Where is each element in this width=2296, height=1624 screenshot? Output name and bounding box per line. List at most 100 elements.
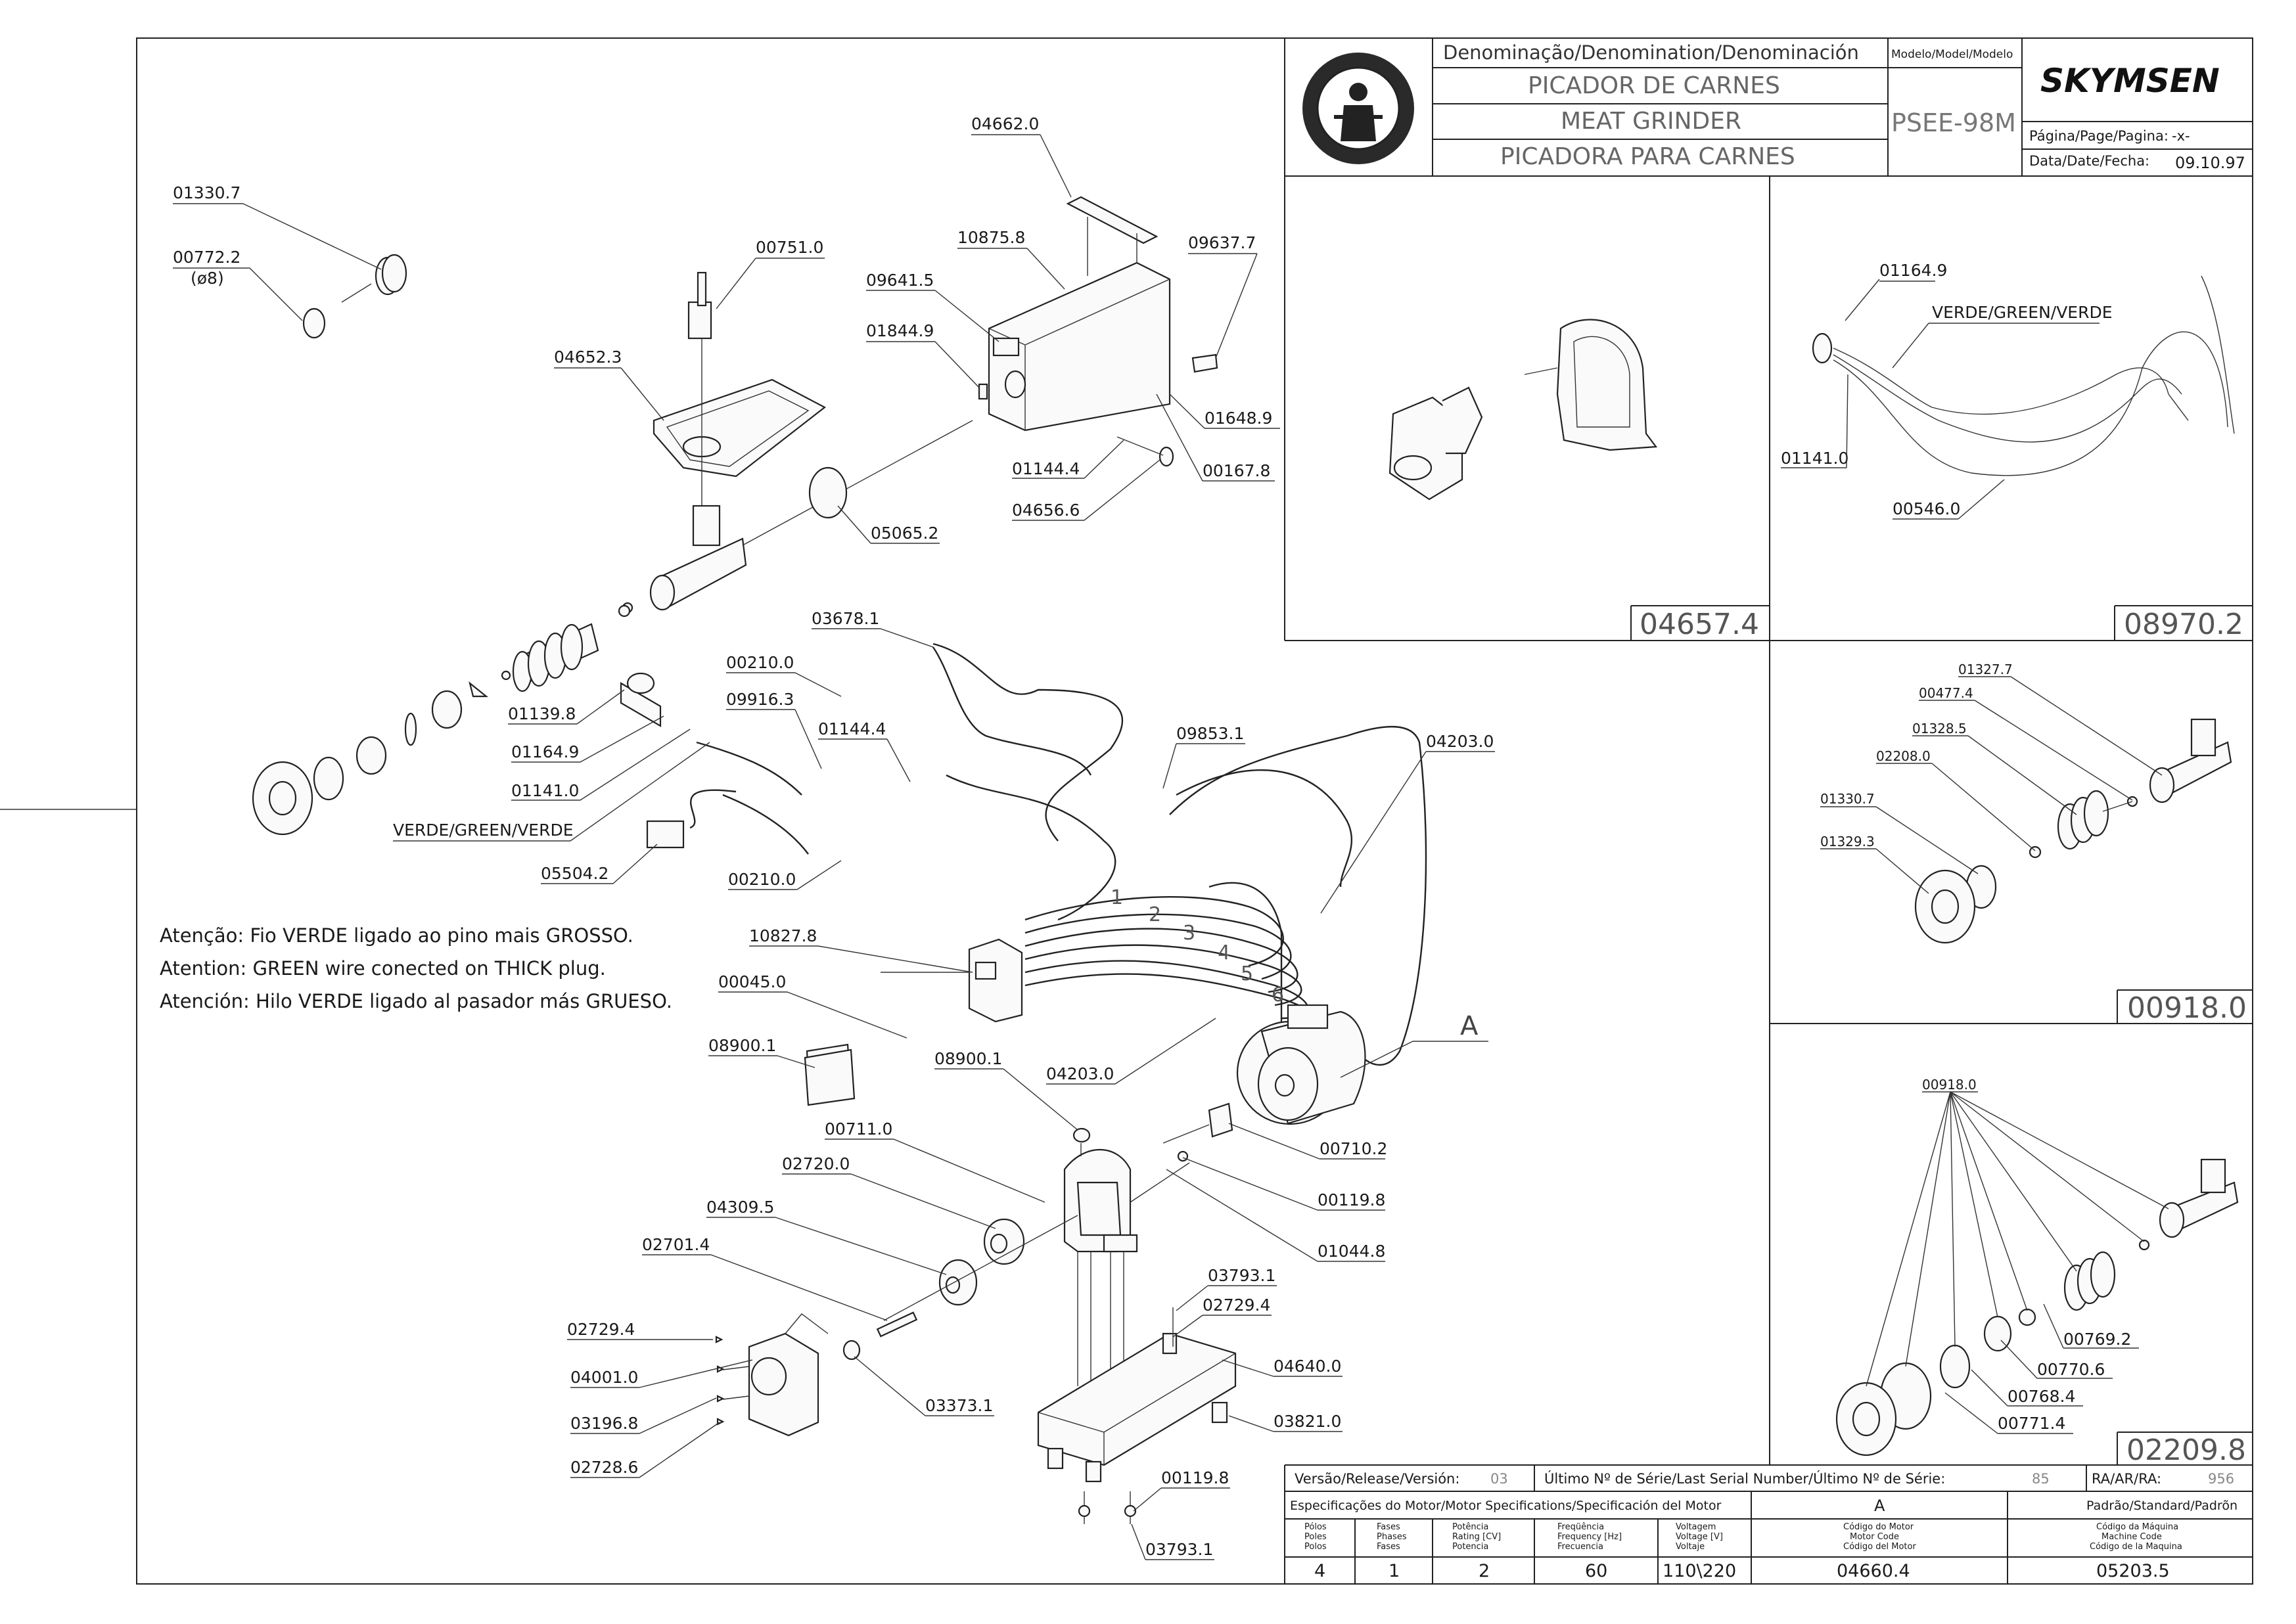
svg-text:Machine Code: Machine Code (2101, 1532, 2162, 1542)
label-10827-8: 10827.8 (749, 926, 817, 945)
svg-text:Rating [CV]: Rating [CV] (1452, 1532, 1501, 1542)
b3-label-d: 02208.0 (1876, 748, 1931, 764)
label-04640-0: 04640.0 (1274, 1357, 1341, 1376)
svg-text:Código da Máquina: Código da Máquina (2096, 1522, 2178, 1532)
spec-column-poles: Pólos Poles Polos 4 (1304, 1522, 1327, 1581)
label-00711-0: 00711.0 (825, 1119, 892, 1139)
label-04662-0: 04662.0 (971, 114, 1039, 133)
wire-number-6: 6 (1272, 983, 1284, 1006)
label-04203-0-top: 04203.0 (1426, 732, 1494, 751)
note-en: Atention: GREEN wire conected on THICK p… (160, 957, 606, 980)
label-00119-8-low: 00119.8 (1161, 1468, 1229, 1487)
motor-spec-label: Especificações do Motor/Motor Specificat… (1290, 1499, 1722, 1513)
spec-column-motor-code: Código do Motor Motor Code Código del Mo… (1837, 1522, 1916, 1581)
svg-text:Freqüência: Freqüência (1557, 1522, 1604, 1532)
b2-label-c: 01141.0 (1781, 449, 1848, 468)
label-00772-2-dia: (ø8) (191, 269, 224, 288)
svg-text:Voltage [V]: Voltage [V] (1676, 1532, 1723, 1542)
name-es: PICADORA PARA CARNES (1500, 143, 1795, 170)
label-04652-3: 04652.3 (554, 348, 622, 367)
date-label: Data/Date/Fecha: (2029, 153, 2149, 169)
svg-text:Voltaje: Voltaje (1676, 1542, 1705, 1552)
name-en: MEAT GRINDER (1561, 108, 1741, 135)
ra-value: 956 (2208, 1471, 2234, 1487)
svg-text:2: 2 (1479, 1561, 1490, 1581)
svg-text:Código del Motor: Código del Motor (1843, 1542, 1916, 1552)
label-08900-1-left: 08900.1 (708, 1036, 776, 1055)
page-value: -x- (2172, 128, 2190, 144)
detail-box-08970: 08970.2 01164.9 VERDE/GREEN/VERDE 01141.… (1770, 261, 2253, 641)
label-verde-green: VERDE/GREEN/VERDE (393, 821, 574, 840)
b3-label-e: 01330.7 (1820, 791, 1875, 807)
b2-label-d: 00546.0 (1893, 499, 1960, 518)
label-00045-0: 00045.0 (718, 972, 786, 991)
label-00119-8-mid: 00119.8 (1318, 1190, 1385, 1209)
label-02729-4-right: 02729.4 (1203, 1296, 1270, 1315)
label-03793-1-low: 03793.1 (1145, 1540, 1213, 1559)
version-value: 03 (1490, 1471, 1508, 1487)
label-04001-0: 04001.0 (570, 1368, 638, 1387)
release-table: Versão/Release/Versión: 03 Último Nº de … (1284, 1464, 2253, 1584)
main-exploded-view (252, 196, 1488, 1524)
authorized-service-seal (1302, 53, 1414, 164)
b3-label-c: 01328.5 (1912, 721, 1967, 736)
version-label: Versão/Release/Versión: (1295, 1471, 1459, 1487)
svg-text:Potência: Potência (1452, 1522, 1488, 1532)
svg-text:Motor Code: Motor Code (1850, 1532, 1899, 1542)
label-05504-2: 05504.2 (541, 864, 608, 883)
svg-text:Código do Motor: Código do Motor (1843, 1522, 1914, 1532)
detail-box-00918: 00918.0 01327.7 00477.4 01328.5 02208.0 … (1769, 641, 2253, 1465)
label-09853-1: 09853.1 (1176, 724, 1244, 743)
serial-label: Último Nº de Série/Last Serial Number/Úl… (1544, 1470, 1945, 1487)
note-es: Atención: Hilo VERDE ligado al pasador m… (160, 990, 672, 1012)
spec-column-machine-code: Código da Máquina Machine Code Código de… (2090, 1522, 2182, 1581)
wiring-notes: Atenção: Fio VERDE ligado ao pino mais G… (160, 924, 672, 1012)
svg-text:4: 4 (1314, 1561, 1325, 1581)
label-01330-7: 01330.7 (173, 183, 241, 202)
b2-label-a: 01164.9 (1879, 261, 1947, 280)
detail-code-00918: 00918.0 (2127, 991, 2247, 1025)
label-01144-4-mid: 01144.4 (818, 719, 886, 738)
b3-label-b: 00477.4 (1919, 685, 1973, 701)
svg-text:110\220: 110\220 (1663, 1561, 1736, 1581)
label-02701-4: 02701.4 (642, 1235, 710, 1254)
svg-text:Phases: Phases (1377, 1532, 1407, 1542)
label-00210-0-top: 00210.0 (726, 653, 794, 672)
wire-number-4: 4 (1218, 941, 1230, 964)
model-value: PSEE-98M (1891, 108, 2016, 137)
label-05065-2: 05065.2 (871, 524, 938, 543)
svg-text:Código de la Maquina: Código de la Maquina (2090, 1542, 2182, 1552)
b4-label-d: 00768.4 (2008, 1387, 2075, 1406)
label-03678-1: 03678.1 (812, 609, 879, 628)
label-A: A (1460, 1011, 1479, 1041)
svg-text:Poles: Poles (1304, 1532, 1327, 1542)
label-08900-1-right: 08900.1 (934, 1049, 1002, 1068)
label-03821-0: 03821.0 (1274, 1412, 1341, 1431)
label-04203-0-low: 04203.0 (1046, 1064, 1114, 1083)
name-pt: PICADOR DE CARNES (1528, 72, 1780, 99)
date-value: 09.10.97 (2175, 154, 2245, 172)
label-02728-6: 02728.6 (570, 1458, 638, 1477)
serial-value: 85 (2032, 1471, 2050, 1487)
spec-column-voltage: Voltagem Voltage [V] Voltaje 110\220 (1663, 1522, 1736, 1581)
b3-label-f: 01329.3 (1820, 834, 1875, 849)
label-09637-7: 09637.7 (1188, 233, 1256, 252)
page-label: Página/Page/Pagina: (2029, 128, 2169, 144)
label-01144-4-top: 01144.4 (1012, 459, 1080, 478)
label-01844-9: 01844.9 (866, 321, 934, 340)
label-02729-4-left: 02729.4 (567, 1320, 635, 1339)
denomination-header: Denominação/Denomination/Denominación (1443, 41, 1859, 64)
svg-text:Frecuencia: Frecuencia (1557, 1542, 1603, 1552)
label-02720-0: 02720.0 (782, 1154, 850, 1173)
motor-version: A (1874, 1497, 1885, 1515)
svg-text:Voltagem: Voltagem (1676, 1522, 1716, 1532)
svg-text:Frequency [Hz]: Frequency [Hz] (1557, 1532, 1622, 1542)
svg-text:Potencia: Potencia (1452, 1542, 1488, 1552)
detail-code-04657: 04657.4 (1640, 608, 1759, 641)
label-00210-0-low: 00210.0 (728, 870, 796, 889)
b3-label-a: 01327.7 (1958, 662, 2013, 677)
brand-logo: SKYMSEN (2040, 62, 2220, 100)
svg-text:Polos: Polos (1304, 1542, 1327, 1552)
label-01164-9: 01164.9 (511, 742, 579, 761)
label-03196-8: 03196.8 (570, 1414, 638, 1433)
